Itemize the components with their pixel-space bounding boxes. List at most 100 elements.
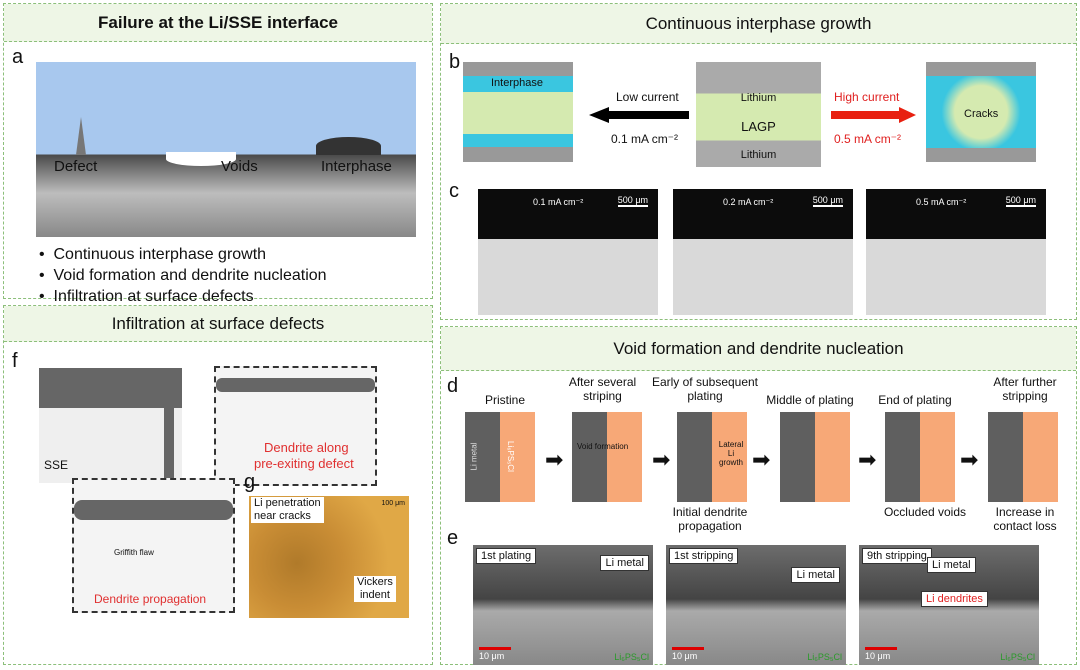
interface-schematic: Defect Voids Interphase <box>36 62 416 237</box>
scale-bar: 10 μm <box>865 647 897 661</box>
scale-bar: 100 μm <box>381 500 406 507</box>
panel-title: Infiltration at surface defects <box>4 306 432 342</box>
note-label: Increase in contact loss <box>993 505 1057 533</box>
high-current-label: High current <box>834 90 900 104</box>
bullet-text: Void formation and dendrite nucleation <box>53 267 327 284</box>
stage-label: After further stripping <box>993 375 1057 403</box>
scale-bar: 500 μm <box>1005 195 1036 207</box>
void-shape <box>166 152 236 166</box>
sem-image: 0.5 mA cm⁻² 500 μm <box>866 189 1046 315</box>
high-current-value: 0.5 mA cm⁻² <box>834 132 902 146</box>
pre-existing-label: pre-exiting defect <box>254 456 354 471</box>
zoom-box-defect: Dendrite along pre-exiting defect <box>214 366 377 486</box>
arrow-icon: ➡ <box>652 447 671 472</box>
dendrite-along-label: Dendrite along <box>264 440 349 455</box>
lagp-label: LAGP <box>741 119 776 134</box>
label-d: d <box>447 375 459 397</box>
li-metal: Li metal <box>465 412 500 502</box>
li-metal-label: Li metal <box>469 442 479 471</box>
sem-tag: 1st stripping <box>669 548 739 564</box>
sse-schematic: SSE <box>39 368 182 483</box>
cell-diagram: Li metal Li₆PS₅Cl <box>465 412 535 502</box>
text: Li penetration <box>254 497 321 509</box>
label-b: b <box>449 51 461 73</box>
bullet-text: Infiltration at surface defects <box>53 288 254 305</box>
sem-current: 0.2 mA cm⁻² <box>723 197 774 207</box>
li-layer <box>74 500 233 520</box>
lateral-growth-label: Lateral Li growth <box>718 440 744 467</box>
label-c: c <box>449 180 459 202</box>
panel-continuous: Continuous interphase growth b Interphas… <box>440 3 1077 320</box>
sse-label: Li₆PS₅Cl <box>614 652 649 662</box>
lagp-cube: Lithium LAGP Lithium <box>696 62 821 167</box>
bullet-text: Continuous interphase growth <box>53 246 267 263</box>
cracks-label: Cracks <box>964 108 999 120</box>
bullet-item: • Infiltration at surface defects <box>39 288 254 305</box>
panel-infiltration: Infiltration at surface defects f SSE De… <box>3 305 433 665</box>
panel-title: Failure at the Li/SSE interface <box>4 4 432 42</box>
interphase-cube: Interphase <box>463 62 573 162</box>
text: near cracks <box>254 510 311 522</box>
interphase-mound <box>316 137 381 155</box>
dendrite-propagation-label: Dendrite propagation <box>94 592 207 606</box>
low-current-label: Low current <box>616 90 679 104</box>
label-a: a <box>12 46 24 68</box>
sem-tag: 9th stripping <box>862 548 932 564</box>
defect-spike <box>76 117 86 155</box>
stage-label: End of plating <box>878 393 952 407</box>
panel-title: Void formation and dendrite nucleation <box>441 327 1076 371</box>
note-label: Occluded voids <box>883 505 967 519</box>
scale-bar: 10 μm <box>672 647 704 661</box>
cell-diagram <box>885 412 955 502</box>
low-current-value: 0.1 mA cm⁻² <box>611 132 679 146</box>
metal-label: Li metal <box>927 557 976 573</box>
bullet-list: • Continuous interphase growth • Void fo… <box>39 244 327 307</box>
arrow-icon: ➡ <box>960 447 979 472</box>
scale-bar: 10 μm <box>479 647 511 661</box>
sse-label: Li₆PS₅Cl <box>1000 652 1035 662</box>
sse-label: SSE <box>44 458 69 472</box>
stage-label: Early of subsequent plating <box>651 375 759 403</box>
cell-diagram: Void formation <box>572 412 642 502</box>
left-arrow-icon <box>589 107 689 123</box>
lithium-bottom-label: Lithium <box>740 149 777 161</box>
interphase-label: Interphase <box>491 77 543 89</box>
label-g: g <box>244 471 256 493</box>
defect-column <box>164 408 174 483</box>
electrolyte-label: Li₆PS₅Cl <box>505 441 515 472</box>
stage-label: Pristine <box>484 393 525 407</box>
sem-current: 0.5 mA cm⁻² <box>916 197 967 207</box>
electrolyte: Li₆PS₅Cl <box>500 412 535 502</box>
sem-image: 1st stripping Li metal 10 μm Li₆PS₅Cl <box>666 545 846 665</box>
stage-label: Middle of plating <box>766 393 854 407</box>
bullet-item: • Void formation and dendrite nucleation <box>39 267 327 284</box>
interphase-label: Interphase <box>321 158 392 175</box>
zoom-box-griffith: Griffith flaw Dendrite propagation <box>72 478 235 613</box>
metal-label: Li metal <box>791 567 840 583</box>
cell-diagram: Lateral Li growth <box>677 412 747 502</box>
right-arrow-icon <box>831 107 916 123</box>
sem-image: 1st plating Li metal 10 μm Li₆PS₅Cl <box>473 545 653 665</box>
label-e: e <box>447 527 459 549</box>
sse-label: Li₆PS₅Cl <box>807 652 842 662</box>
panel-title: Continuous interphase growth <box>441 4 1076 44</box>
sem-image: 0.2 mA cm⁻² 500 μm <box>673 189 853 315</box>
note-label: Initial dendrite propagation <box>672 505 748 533</box>
voids-label: Voids <box>221 158 258 175</box>
arrow-icon: ➡ <box>545 447 564 472</box>
cracked-cube: Cracks <box>926 62 1036 162</box>
sem-tag: 1st plating <box>476 548 537 564</box>
cell-diagram <box>780 412 850 502</box>
arrow-icon: ➡ <box>752 447 771 472</box>
stage-label: After several striping <box>568 375 637 403</box>
panel-failure: Failure at the Li/SSE interface a Defect… <box>3 3 433 305</box>
bullet-item: • Continuous interphase growth <box>39 246 267 263</box>
scale-bar: 500 μm <box>812 195 843 207</box>
griffith-label: Griffith flaw <box>114 548 154 557</box>
void-formation-label: Void formation <box>577 442 629 451</box>
metal-label: Li metal <box>600 555 649 571</box>
